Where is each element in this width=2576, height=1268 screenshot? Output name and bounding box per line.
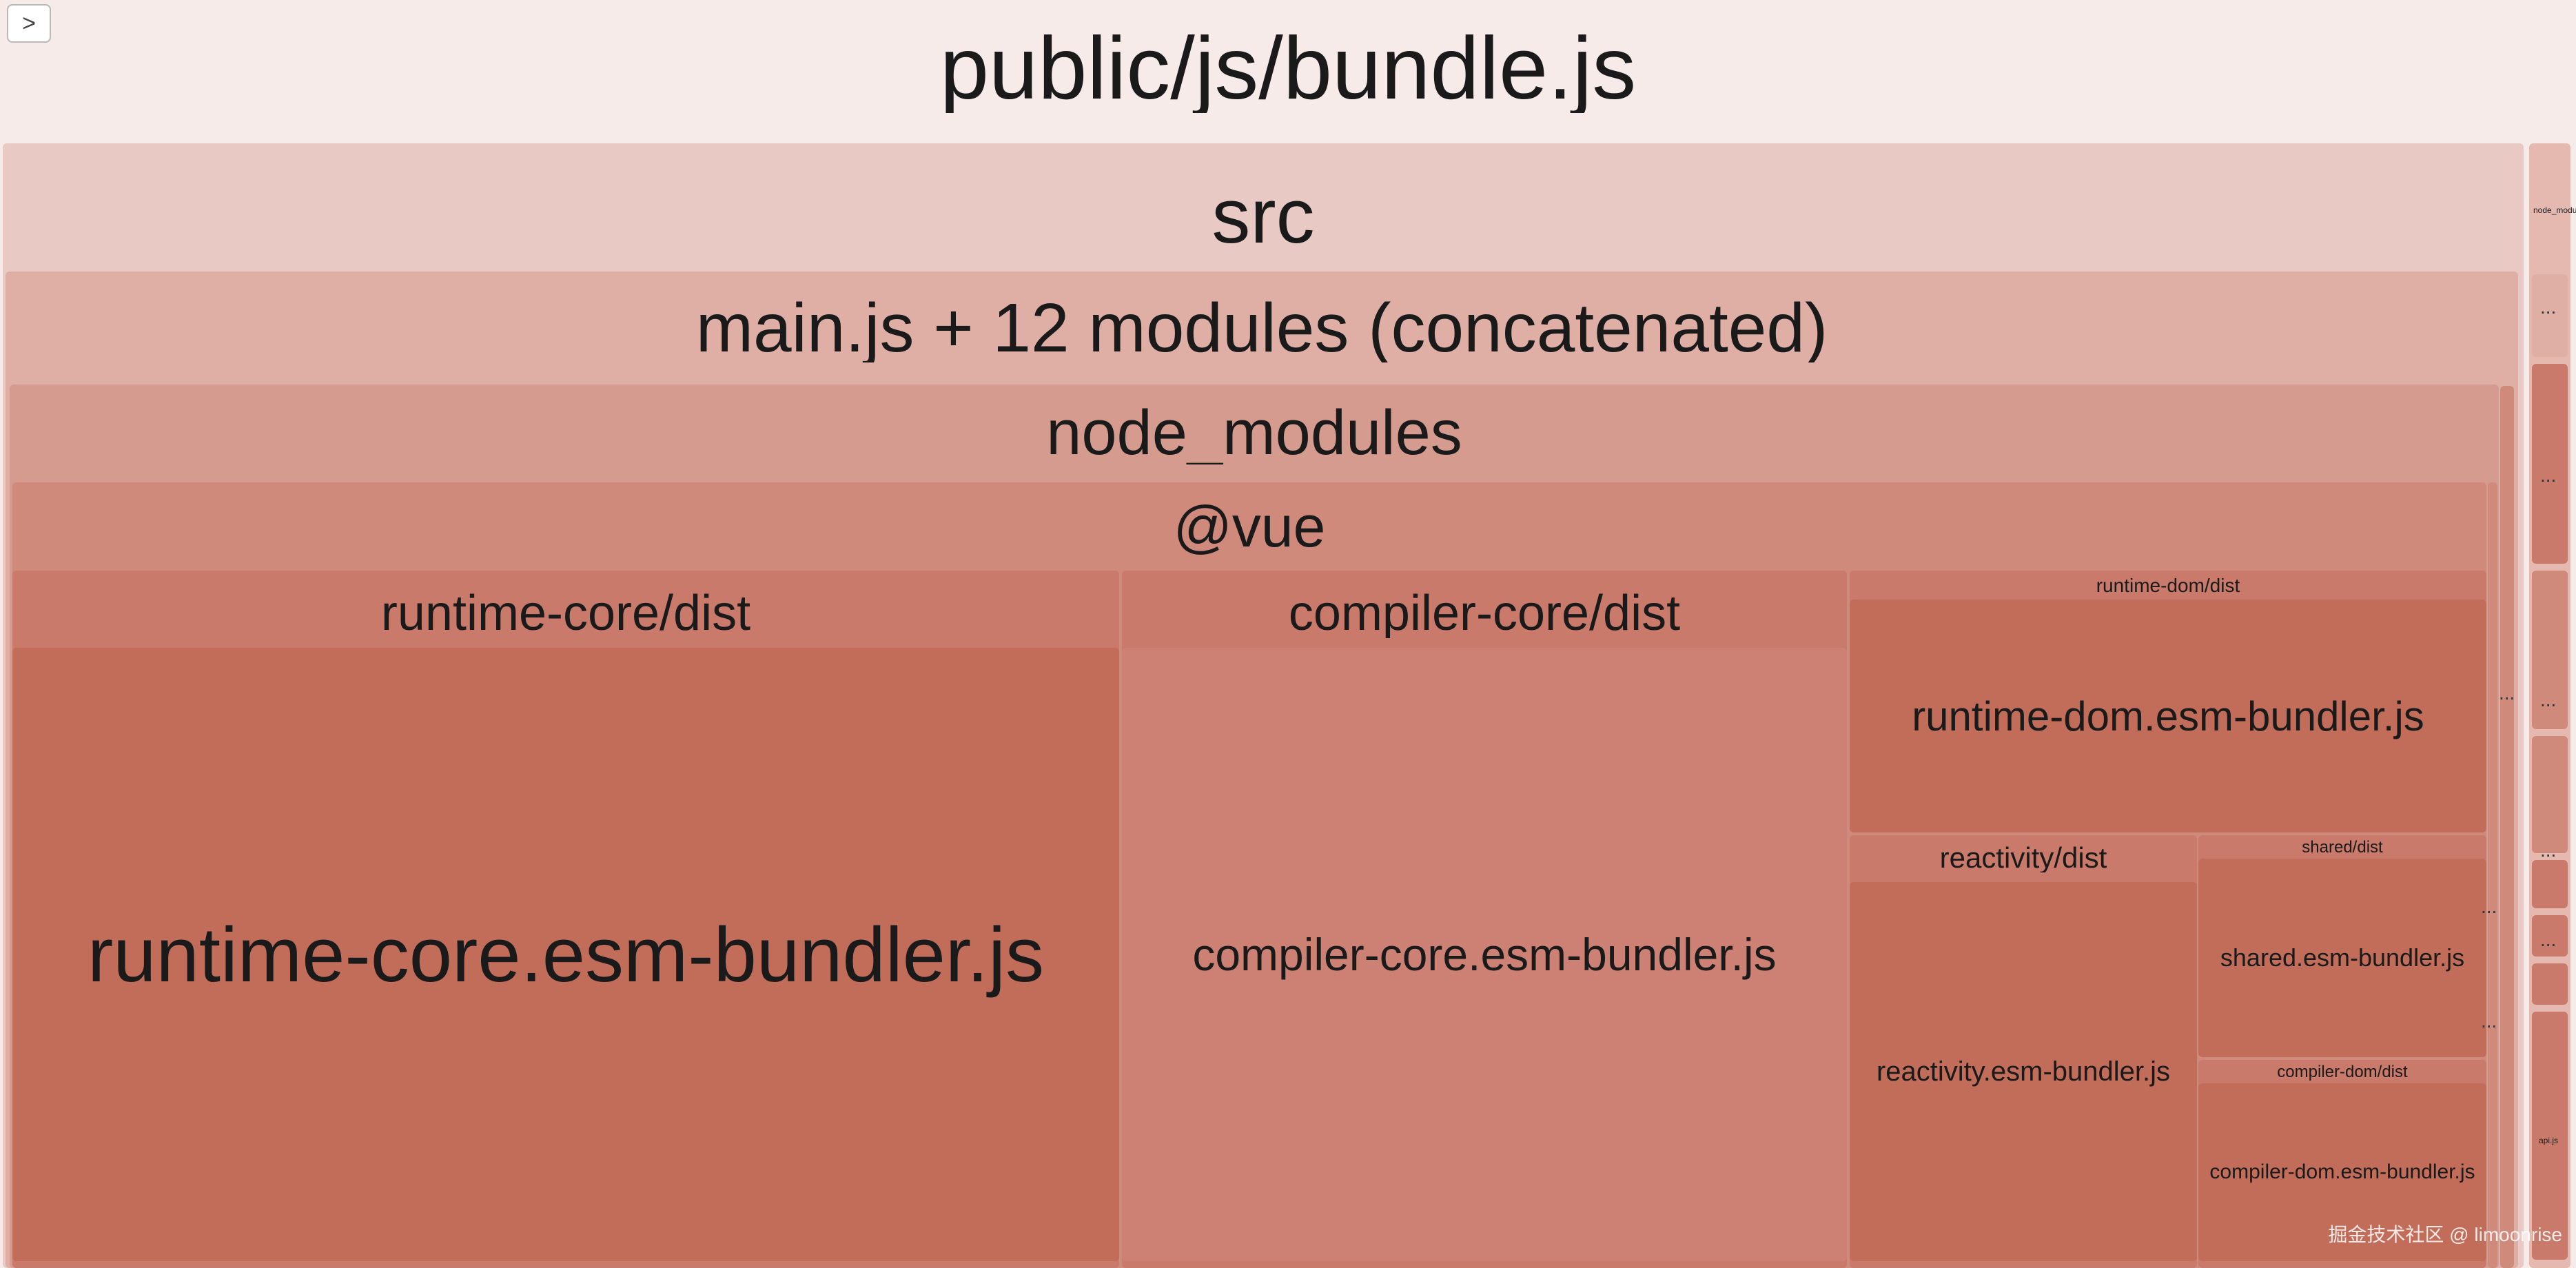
treemap-root-label: public/js/bundle.js — [939, 25, 1637, 113]
watermark-text: 掘金技术社区 @ limoonrise — [2328, 1224, 2562, 1245]
treemap-node-shared-file[interactable]: shared.esm-bundler.js — [2198, 859, 2486, 1057]
treemap-node-label: node_modules — [2533, 205, 2576, 215]
treemap-node-label: compiler-dom/dist — [2277, 1064, 2408, 1081]
treemap-node-side-2[interactable] — [2532, 364, 2568, 564]
treemap-node-small-2[interactable] — [2500, 386, 2514, 1268]
treemap-node-compiler-core-file[interactable]: compiler-core.esm-bundler.js — [1122, 648, 1847, 1261]
treemap-node-label: shared.esm-bundler.js — [2220, 943, 2465, 972]
ellipsis-label: ... — [2540, 689, 2557, 710]
treemap-sidebar-column[interactable]: node_modules ... ... ... ... ... api.js — [2529, 143, 2576, 1268]
treemap-node-label: reactivity/dist — [1939, 843, 2107, 872]
ellipsis-label: ... — [2540, 929, 2557, 950]
ellipsis-label: ... — [2499, 682, 2515, 704]
treemap-node-side-6[interactable] — [2532, 915, 2568, 957]
treemap-node-label: api.js — [2539, 1136, 2559, 1145]
treemap-node-label: compiler-core/dist — [1288, 589, 1681, 638]
treemap-node-side-5[interactable] — [2532, 860, 2568, 908]
ellipsis-label: ... — [2540, 296, 2557, 318]
treemap-node-runtime-dom-file[interactable]: runtime-dom.esm-bundler.js — [1850, 600, 2486, 832]
treemap-node-label: node_modules — [1046, 401, 1462, 464]
treemap-node-side-8[interactable] — [2532, 1012, 2568, 1260]
treemap-node-compiler-dom-file[interactable]: compiler-dom.esm-bundler.js — [2198, 1083, 2486, 1261]
treemap-node-label: compiler-core.esm-bundler.js — [1192, 929, 1777, 980]
treemap-node-reactivity-file[interactable]: reactivity.esm-bundler.js — [1850, 882, 2197, 1261]
treemap-node-side-3[interactable] — [2532, 571, 2568, 729]
treemap-node-side-1[interactable] — [2532, 274, 2568, 357]
ellipsis-label: ... — [2481, 1010, 2497, 1032]
treemap-node-label: @vue — [1173, 498, 1326, 555]
treemap-node-label: shared/dist — [2302, 839, 2383, 856]
treemap-node-small-1[interactable] — [2488, 482, 2497, 1268]
treemap-node-label: compiler-dom.esm-bundler.js — [2209, 1160, 2475, 1183]
ellipsis-label: ... — [2540, 839, 2557, 861]
treemap-node-label: runtime-core.esm-bundler.js — [87, 911, 1045, 998]
treemap-node-label: runtime-dom.esm-bundler.js — [1912, 693, 2424, 739]
treemap-node-side-4[interactable] — [2532, 736, 2568, 853]
treemap-node-label: src — [1212, 178, 1315, 255]
treemap-node-label: runtime-dom/dist — [2096, 576, 2240, 595]
ellipsis-label: ... — [2481, 896, 2497, 917]
treemap-node-label: runtime-core/dist — [380, 589, 751, 638]
treemap-node-label: main.js + 12 modules (concatenated) — [695, 294, 1828, 362]
treemap-node-label: reactivity.esm-bundler.js — [1876, 1056, 2171, 1087]
treemap-node-runtime-core-file[interactable]: runtime-core.esm-bundler.js — [12, 648, 1119, 1261]
sidebar-toggle-button[interactable]: > — [7, 4, 51, 43]
treemap-node-side-7[interactable] — [2532, 963, 2568, 1005]
ellipsis-label: ... — [2540, 464, 2557, 486]
